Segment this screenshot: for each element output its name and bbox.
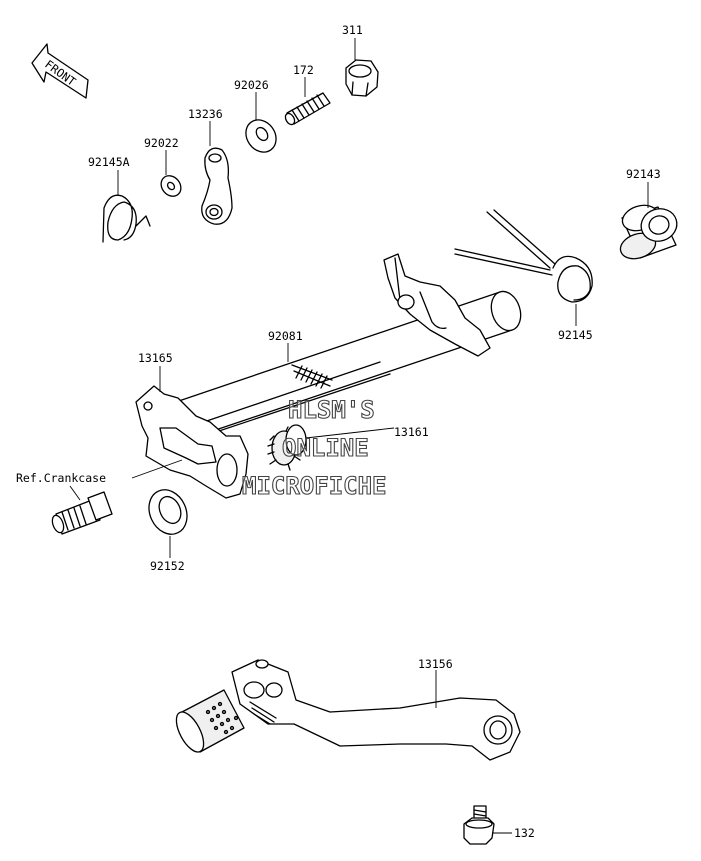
label-92081: 92081 [268, 329, 303, 343]
part-311-nut [345, 59, 379, 97]
label-92145A: 92145A [88, 155, 130, 169]
part-13161-shift-shaft [169, 253, 522, 443]
part-13165-plate [135, 385, 249, 499]
ref-crankcase-bolt [51, 491, 113, 535]
label-13161: 13161 [394, 425, 429, 439]
label-ref-crankcase: Ref.Crankcase [16, 471, 106, 485]
label-92143: 92143 [626, 167, 661, 181]
part-13156-shift-pedal [175, 659, 521, 761]
watermark-line-1: HLSM'S [288, 396, 375, 424]
part-92081-spring [291, 364, 333, 389]
leader-13161 [305, 427, 395, 439]
part-92143-bushing [619, 204, 678, 260]
part-92022-washer [160, 175, 182, 197]
part-132-bolt [463, 805, 495, 845]
part-13161-gear [267, 424, 307, 471]
label-132: 132 [514, 826, 535, 840]
label-13156: 13156 [418, 657, 453, 671]
label-92145: 92145 [558, 328, 593, 342]
pedal-tip-knurling [205, 701, 239, 735]
watermark: HLSM'S ONLINE MICROFICHE [241, 395, 387, 500]
label-172: 172 [293, 63, 314, 77]
label-311: 311 [342, 23, 363, 37]
part-172-stud [284, 92, 331, 126]
watermark-line-2: ONLINE [282, 434, 369, 462]
front-arrow: FRONT [31, 43, 89, 99]
watermark-line-3: MICROFICHE [242, 472, 387, 500]
part-13236-lever [201, 147, 233, 225]
part-92145A-spring [102, 194, 151, 243]
label-92022: 92022 [144, 136, 179, 150]
part-92145-spring [454, 209, 593, 303]
label-92026: 92026 [234, 78, 269, 92]
label-13236: 13236 [188, 107, 223, 121]
label-13165: 13165 [138, 351, 173, 365]
leader-ref-crankcase [69, 485, 81, 501]
part-92152-washer [148, 489, 188, 535]
label-92152: 92152 [150, 559, 185, 573]
part-92026-washer [245, 119, 277, 153]
leader-ref-crankcase-plate [131, 459, 183, 479]
